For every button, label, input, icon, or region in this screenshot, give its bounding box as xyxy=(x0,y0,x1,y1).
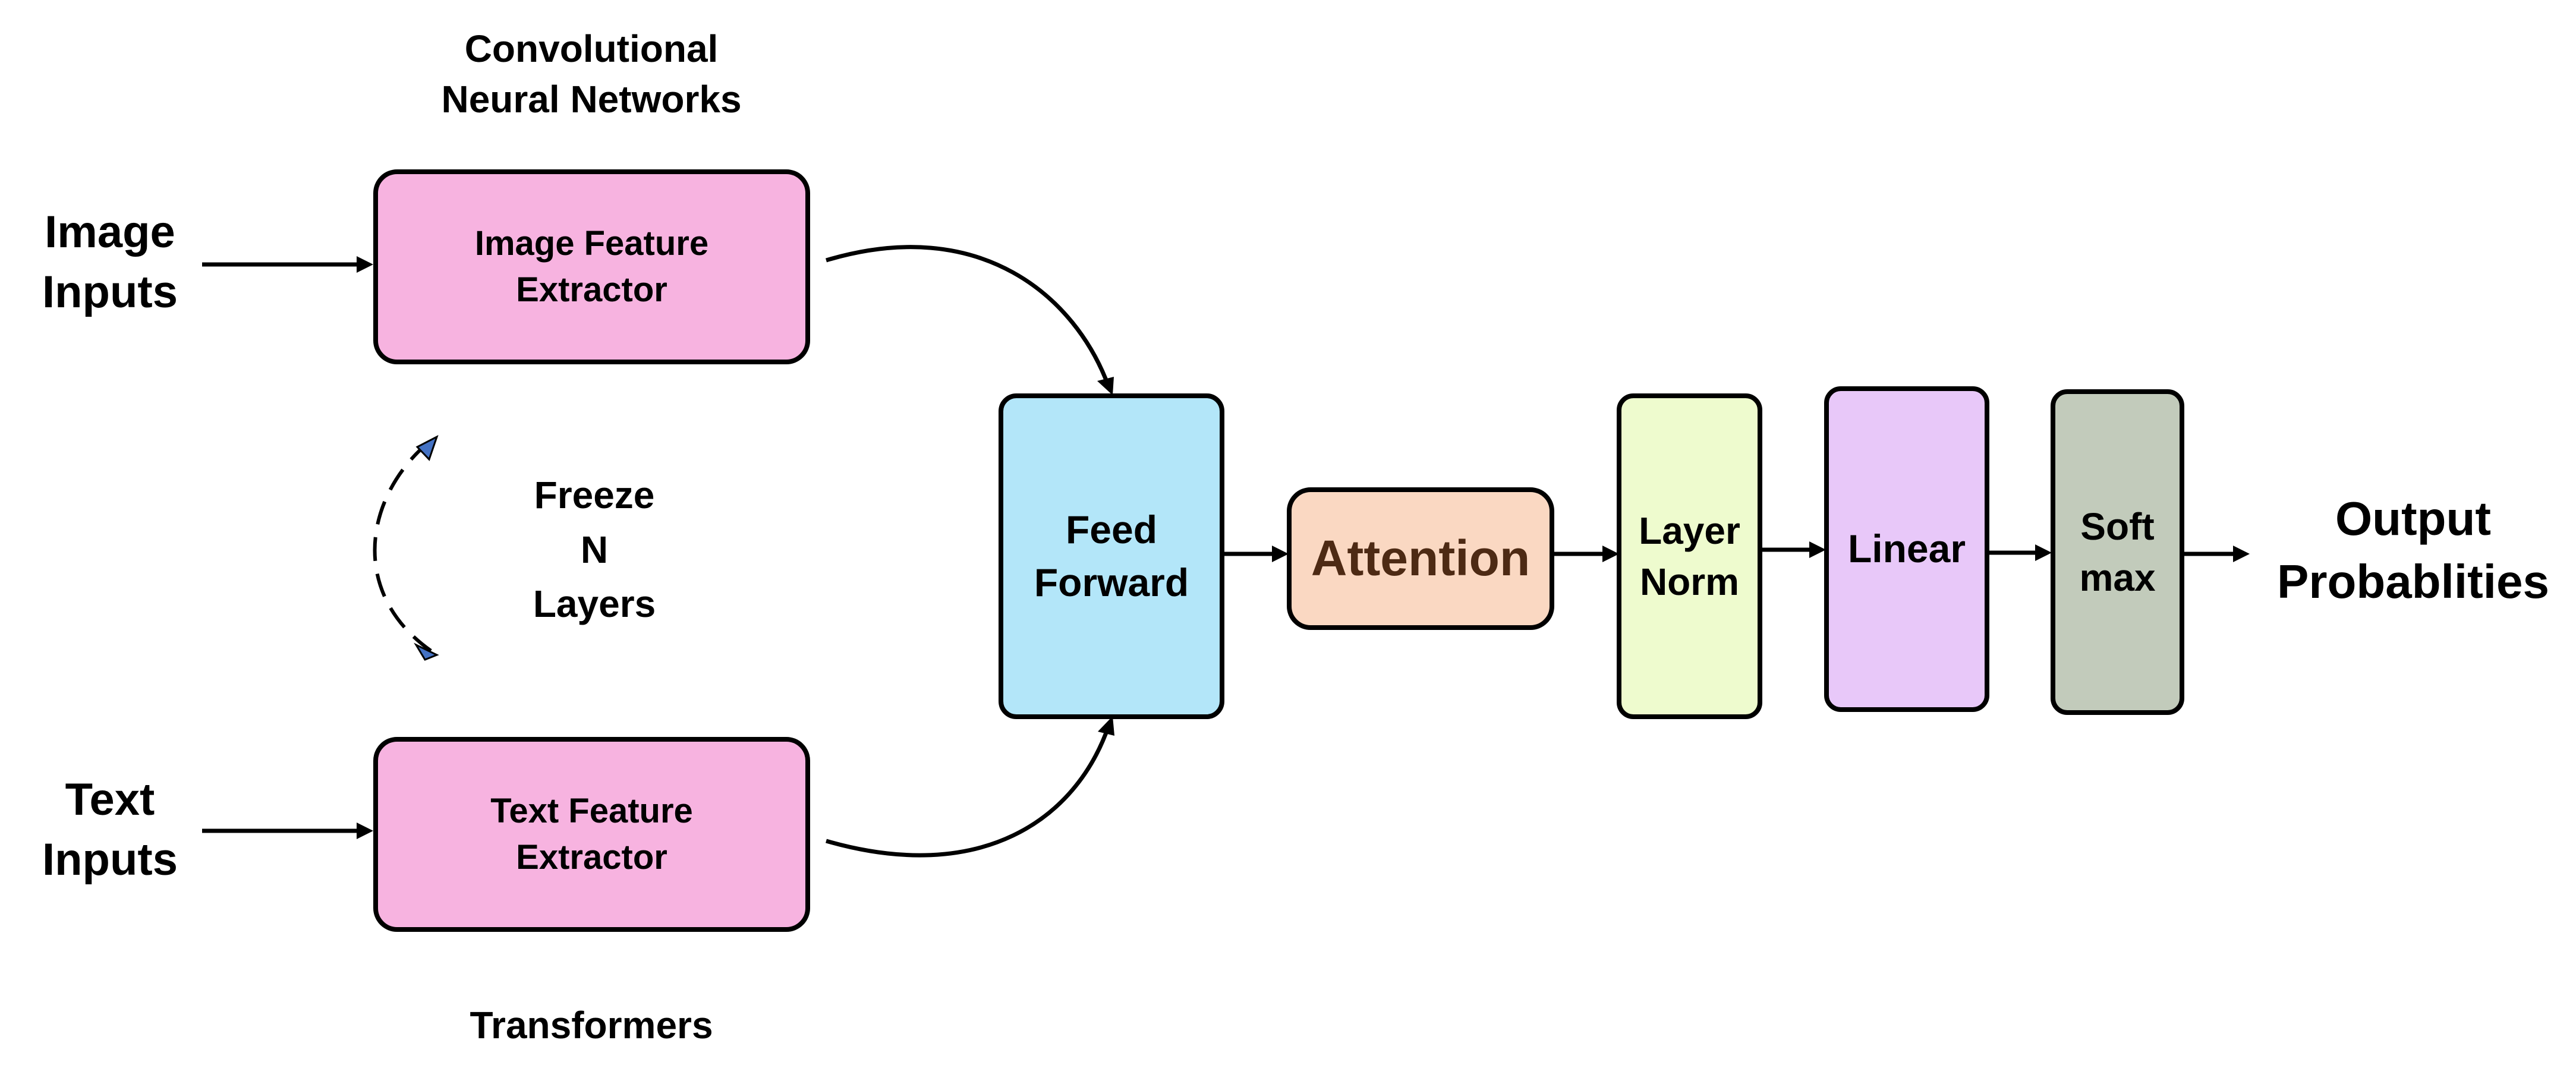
transformers-caption: Transformers xyxy=(470,1004,713,1047)
feedforward-to-attention-arrowhead xyxy=(1272,546,1289,562)
linear-to-softmax-arrowhead xyxy=(2035,544,2052,561)
attention-block: Attention xyxy=(1287,487,1554,630)
text-feature-extractor: Text Feature Extractor xyxy=(373,737,810,932)
output-probabilities-label: Output Probablities xyxy=(2277,492,2549,609)
text-inputs-label: Text Inputs xyxy=(42,774,178,886)
freeze-bottom-arrowhead xyxy=(414,642,439,661)
layer-norm-block: Layer Norm xyxy=(1617,393,1762,719)
image-input-arrowhead xyxy=(357,256,373,273)
text-to-feedforward-arrow xyxy=(826,725,1111,858)
image-to-feedforward-arrowhead xyxy=(1097,377,1114,395)
text-to-feedforward-arrowhead xyxy=(1098,716,1114,736)
feed-forward-block: Feed Forward xyxy=(999,393,1224,719)
freeze-layers-arrow xyxy=(373,441,432,653)
freeze-top-arrowhead xyxy=(415,434,439,461)
softmax-block: Soft max xyxy=(2051,389,2184,715)
attention-to-layernorm-arrowhead xyxy=(1602,546,1619,562)
image-inputs-label: Image Inputs xyxy=(42,207,178,318)
freeze-n-layers-label: Freeze N Layers xyxy=(533,474,656,626)
image-feature-extractor: Image Feature Extractor xyxy=(373,169,810,364)
linear-block: Linear xyxy=(1824,386,1989,712)
softmax-to-output-arrowhead xyxy=(2233,546,2250,562)
cnn-caption: Convolutional Neural Networks xyxy=(441,27,742,121)
text-input-arrowhead xyxy=(357,823,373,839)
image-to-feedforward-arrow xyxy=(825,245,1111,387)
layernorm-to-linear-arrowhead xyxy=(1809,541,1826,558)
